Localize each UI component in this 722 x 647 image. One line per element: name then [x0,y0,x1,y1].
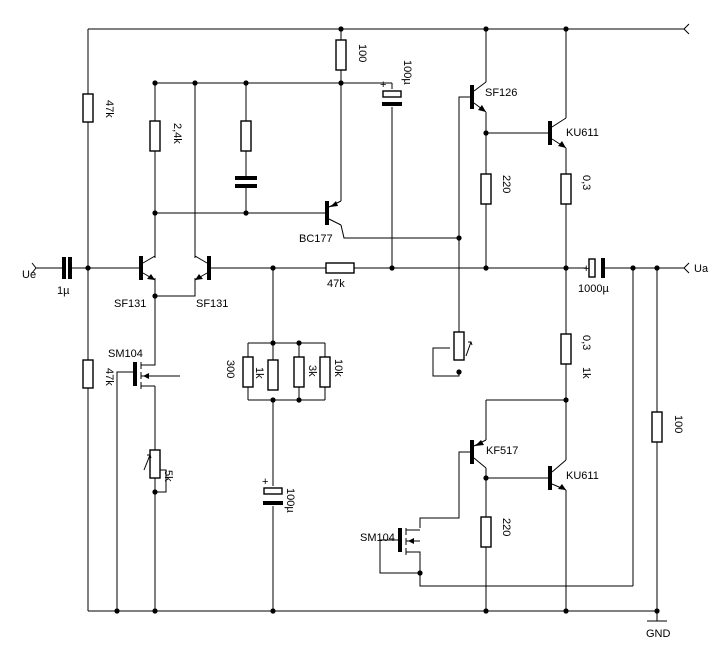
label-c-bottom: 100µ [284,488,296,513]
label-ku611-upper: KU611 [566,127,599,139]
label-input: Ue [22,269,36,281]
label-c-in: 1µ [57,285,70,297]
resistor-stab [240,120,252,152]
label-sf131-right: SF131 [196,298,228,310]
resistor-2k4 [149,120,161,152]
label-r-100-load: 100 [672,415,684,433]
label-r-10k: 10k [332,359,344,377]
resistor-0r3-upper [560,173,572,205]
label-c-top: 100µ [401,60,413,85]
fet-sm104-left [133,360,156,389]
resistor-220-upper [480,173,492,205]
label-r-47k-top: 47k [103,100,115,118]
wires [31,23,690,622]
fet-sm104-right [398,528,421,560]
label-r-47k-bottom: 47k [103,368,115,386]
label-bc177: BC177 [299,233,333,245]
transistor-ku611-lower [548,459,567,491]
label-sm104-left: SM104 [108,348,143,360]
label-ground: GND [646,628,671,640]
label-r-0r3-upper: 0,3 [580,175,592,190]
label-sf126: SF126 [485,87,517,99]
label-c-out: 1000µ [578,283,609,295]
resistor-10k [319,356,331,388]
label-r-220-upper: 220 [500,175,512,193]
label-r-100-top: 100 [356,44,368,62]
transistor-sf126 [470,81,487,113]
capacitor-100u-bottom: + [262,476,283,505]
label-sm104-right: SM104 [360,532,395,544]
resistor-3k [293,356,305,388]
capacitors: + + + [62,79,605,505]
resistor-feedback-47k [325,262,355,274]
label-r-220-lower: 220 [500,518,512,536]
capacitor-100u-top: + [380,79,402,106]
transistor-kf517 [470,439,487,469]
transistors [133,81,567,560]
label-r-3k: 3k [306,365,318,377]
potentiometer-bias [453,331,473,361]
transistor-sf131-right [194,255,211,281]
label-output: Ua [694,263,709,275]
label-kf517: KF517 [486,445,518,457]
label-r-0r3-lower: 0,3 [580,335,592,350]
resistor-47k-top [82,93,94,123]
resistor-0r3-lower [560,333,572,365]
resistors [82,39,663,548]
transistor-sf131-left [139,255,156,281]
label-pot-5k: 5k [162,470,174,482]
capacitor-input [62,257,72,279]
label-sf131-left: SF131 [114,298,146,310]
resistor-47k-bottom [82,359,94,389]
junction-dots [85,26,660,614]
svg-text:+: + [380,79,386,91]
resistor-100-top [335,39,347,71]
labels: Ue Ua GND 1µ 1000µ 100µ 100µ 47k 47k 100… [22,44,709,640]
transistor-bc177 [325,200,342,226]
capacitor-1000u: + [583,258,605,278]
label-r-feedback: 47k [327,278,345,290]
label-r-300: 300 [224,360,236,378]
label-ku611-lower: KU611 [566,470,599,482]
transistor-ku611-upper [548,117,567,149]
potentiometer-5k [143,449,161,479]
svg-text:+: + [262,476,268,488]
resistor-100-load [651,411,663,443]
capacitor-comp [235,176,257,188]
svg-text:+: + [583,263,589,275]
label-r-1k-bias: 1k [580,367,592,379]
resistor-220-lower [480,516,492,548]
resistor-1k-ladder [267,359,279,391]
label-r-2k4: 2,4k [171,123,183,144]
label-r-1k-ladder: 1k [253,367,265,379]
resistor-300 [242,356,254,388]
